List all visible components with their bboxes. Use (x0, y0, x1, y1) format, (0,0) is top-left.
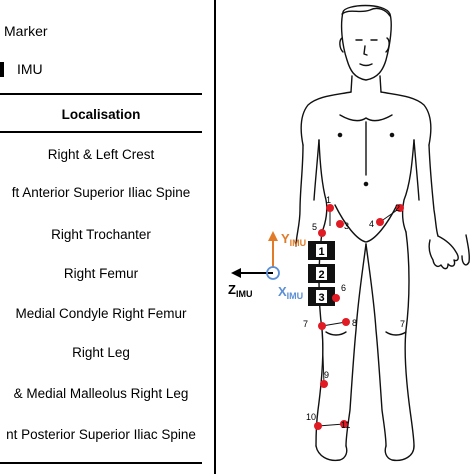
table-header: Localisation (61, 107, 141, 122)
table-row: Right & Left Crest (47, 147, 155, 162)
y-axis-label: YIMU (281, 231, 306, 248)
marker-dot-icon (318, 229, 326, 237)
marker-numbers: 1 2 3 4 5 6 7 7 8 9 10 11 (303, 195, 405, 430)
marker-number: 1 (326, 195, 331, 205)
legend-marker-label: Marker (4, 23, 48, 39)
table-row: & Medial Malleolus Right Leg (13, 386, 189, 401)
x-axis-label: XIMU (278, 284, 303, 301)
marker-dot-icon (332, 294, 340, 302)
legend-imu-label: IMU (17, 61, 43, 77)
marker-number: 10 (306, 412, 316, 422)
imu-axes: YIMU XIMU ZIMU (228, 231, 306, 301)
marker-dot-icon (336, 220, 344, 228)
table-header-rule (0, 131, 202, 133)
marker-dot-icon (320, 380, 328, 388)
z-axis-label: ZIMU (228, 282, 252, 299)
marker-dot-icon (314, 422, 322, 430)
marker-dot-icon (342, 318, 350, 326)
table-bottom-rule (0, 462, 202, 464)
marker-number: 3 (344, 221, 349, 231)
imu-number: 1 (318, 246, 324, 258)
table-top-rule (0, 93, 202, 95)
imu-swatch-icon (0, 62, 4, 77)
imu-units: 1 2 3 (308, 241, 335, 306)
marker-dot-icon (396, 204, 404, 212)
marker-number: 6 (341, 283, 346, 293)
panel-divider (214, 0, 216, 474)
marker-number: 7 (400, 319, 405, 329)
z-arrowhead-icon (231, 268, 241, 278)
marker-number: 2 (395, 203, 400, 213)
imu-number: 2 (318, 269, 324, 281)
marker-dot-icon (326, 204, 334, 212)
table-row: ft Anterior Superior Iliac Spine (11, 185, 191, 200)
marker-connectors (317, 207, 401, 427)
table-row: nt Posterior Superior Iliac Spine (6, 427, 196, 442)
table-row: Right Trochanter (51, 227, 151, 242)
marker-number: 11 (341, 420, 350, 430)
marker-number: 9 (324, 370, 329, 380)
marker-dot-icon (318, 322, 326, 330)
imu-number: 3 (318, 292, 324, 304)
table-row: Medial Condyle Right Femur (15, 306, 187, 321)
legend-imu-item: IMU (0, 58, 120, 82)
marker-number: 4 (369, 219, 374, 229)
legend-marker-item: Marker (0, 20, 120, 44)
marker-dot-icon (340, 420, 348, 428)
marker-number: 7 (303, 319, 308, 329)
y-arrowhead-icon (268, 231, 278, 241)
table-row: Right Leg (72, 345, 130, 360)
x-axis-circle-icon (266, 266, 280, 280)
marker-number: 8 (352, 318, 357, 328)
markers (314, 204, 404, 430)
table-row: Right Femur (63, 266, 139, 281)
marker-dot-icon (376, 218, 384, 226)
marker-number: 5 (312, 222, 317, 232)
